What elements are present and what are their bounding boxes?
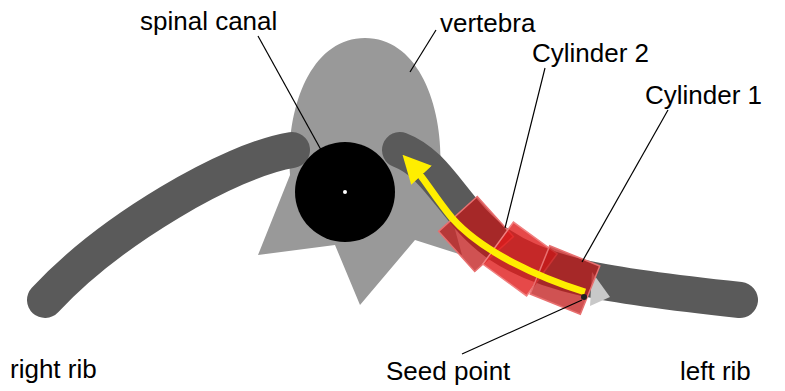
leader-line (462, 300, 582, 354)
seed-point-dot (581, 294, 587, 300)
right-rib-shape (45, 150, 292, 300)
leader-line (258, 36, 341, 186)
part-label: vertebra (440, 10, 535, 36)
canal-center-dot (343, 190, 347, 194)
cylinder-1 (530, 246, 600, 314)
part-label: Seed point (386, 358, 510, 384)
part-label: right rib (10, 356, 97, 382)
part-label: Cylinder 1 (645, 82, 762, 108)
part-label: Cylinder 2 (532, 40, 649, 66)
leader-line (582, 110, 668, 262)
leader-line (505, 68, 545, 228)
tracking-arrow (412, 165, 585, 292)
part-label: left rib (680, 358, 751, 384)
leader-line (410, 30, 436, 72)
spinal-canal-shape (295, 142, 395, 242)
part-label: spinal canal (140, 8, 277, 34)
